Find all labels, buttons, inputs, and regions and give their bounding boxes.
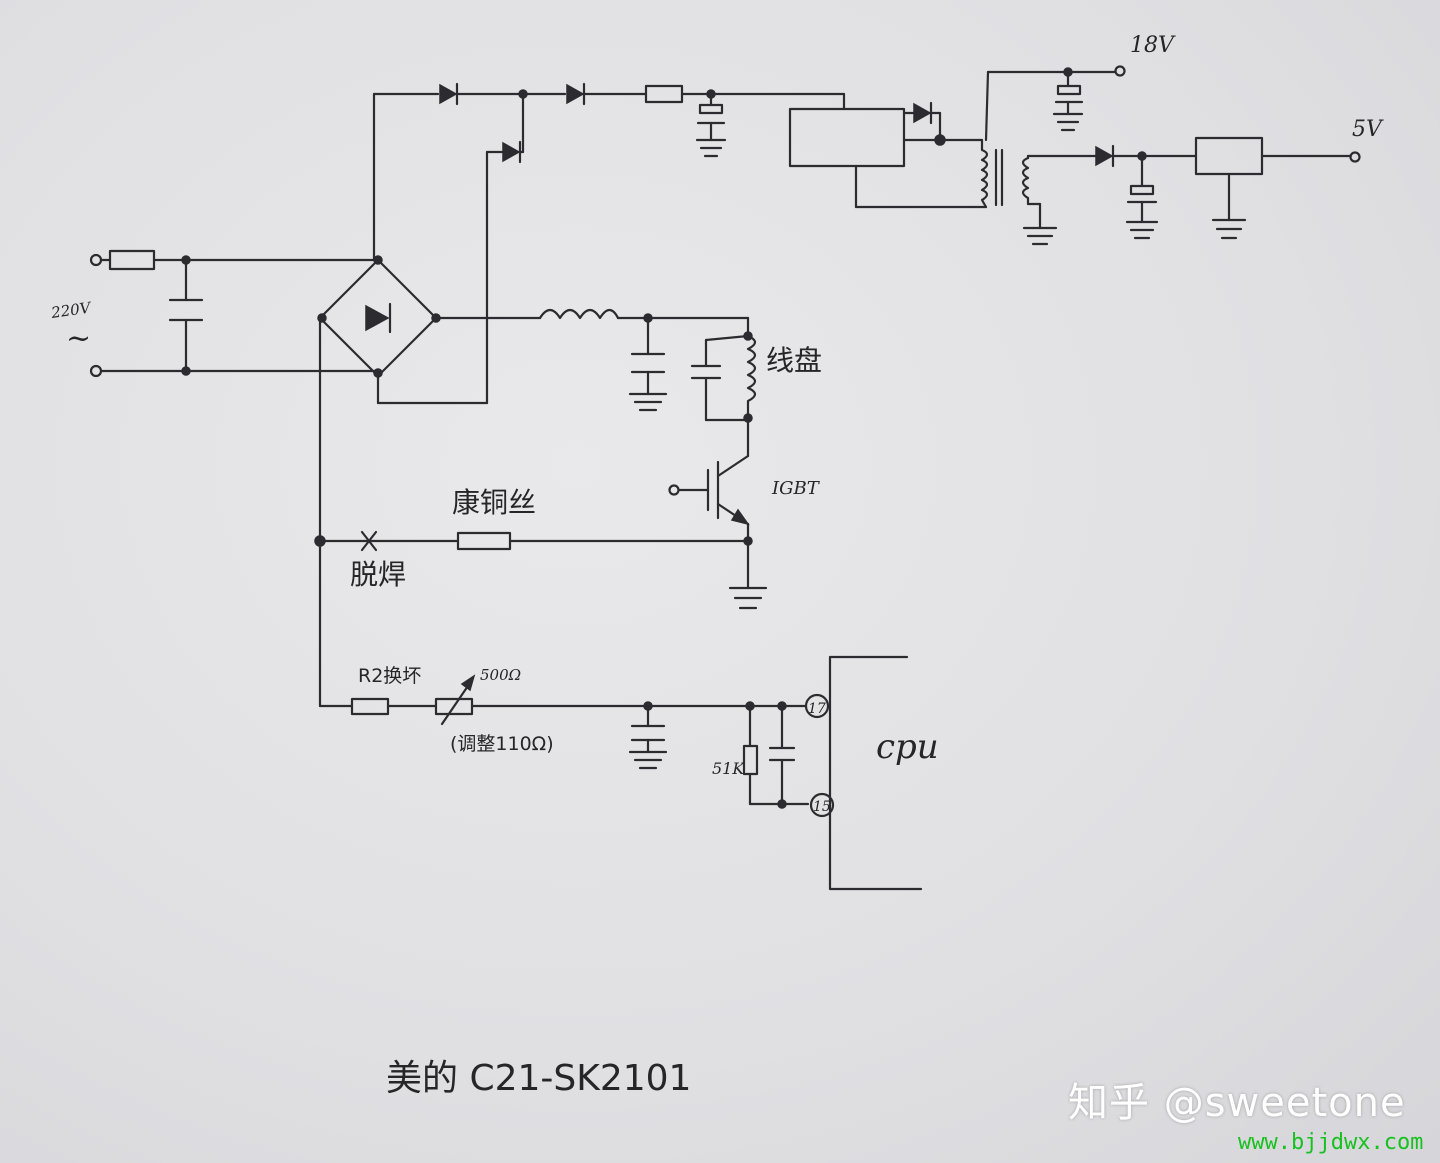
label-ac: ~ <box>66 321 91 356</box>
r2-resistor <box>350 697 390 716</box>
label-5v: 5V <box>1352 117 1384 142</box>
label-18v: 18V <box>1130 33 1176 58</box>
constantan-shunt <box>456 531 512 551</box>
label-51k: 51K <box>712 759 745 778</box>
label-model: 美的 C21-SK2101 <box>386 1058 691 1099</box>
aux-rail <box>372 82 846 405</box>
label-500ohm: 500Ω <box>480 666 521 684</box>
cpu-box <box>828 655 923 891</box>
bridge-rectifier <box>317 255 489 708</box>
label-pin15: 15 <box>813 799 831 815</box>
site-url: www.bjjdwx.com <box>1238 1130 1424 1155</box>
label-220v: 220V <box>49 298 94 322</box>
smps-block <box>788 65 1361 246</box>
zhihu-watermark: 知乎 @sweetone <box>1068 1080 1406 1126</box>
label-r2: R2换坏 <box>358 665 421 687</box>
label-cpu: cpu <box>876 727 939 767</box>
r-51k <box>742 744 759 776</box>
regulator-7805 <box>1194 136 1264 176</box>
heating-coil <box>746 334 757 420</box>
power-stage <box>314 308 768 610</box>
label-pin17: 17 <box>808 701 826 717</box>
ac-input <box>89 249 380 378</box>
label-constantan: 康铜丝 <box>452 486 536 519</box>
pin-15 <box>809 792 835 818</box>
sense-line <box>318 655 923 891</box>
fuse <box>108 249 156 271</box>
label-coil: 线盘 <box>766 344 822 377</box>
pin-17 <box>804 693 830 719</box>
label-desolder: 脱焊 <box>350 558 406 591</box>
switching-ic <box>788 107 906 168</box>
label-adjust: (调整110Ω) <box>450 733 554 755</box>
label-igbt: IGBT <box>771 478 821 499</box>
choke-inductor <box>538 308 620 320</box>
